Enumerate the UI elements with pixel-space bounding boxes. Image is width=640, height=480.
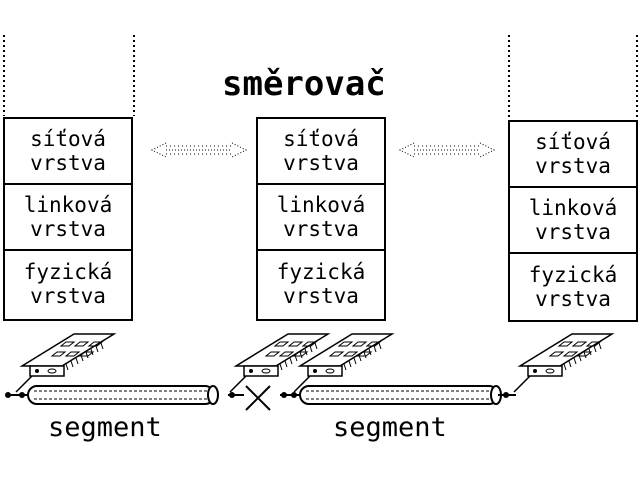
double-arrow-icon — [398, 142, 496, 158]
network-card-icon — [513, 333, 615, 393]
router-title: směrovač — [222, 64, 386, 104]
network-card-icon — [229, 333, 331, 393]
cross-icon — [245, 385, 271, 411]
network-cards — [15, 333, 615, 393]
segment-label-right: segment — [333, 412, 447, 443]
cable-stub — [228, 392, 244, 398]
network-card-icon — [15, 333, 117, 393]
coax-cable-icon — [5, 385, 219, 405]
coax-cable-icon — [280, 385, 516, 405]
segment-label-left: segment — [48, 412, 162, 443]
double-arrow-icon — [150, 142, 248, 158]
network-card-icon — [293, 333, 395, 393]
dotted-lines — [3, 35, 638, 119]
